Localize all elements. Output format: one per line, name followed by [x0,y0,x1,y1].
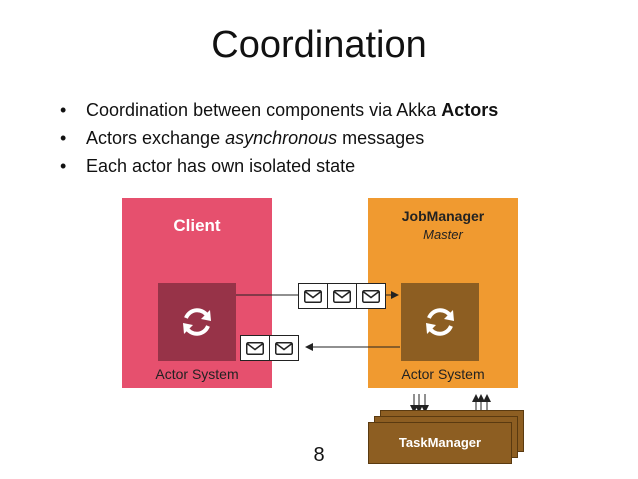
jobmanager-title: JobManager [401,208,485,224]
envelope-icon [362,289,380,303]
bullet-item: Actors exchange asynchronous messages [58,124,498,152]
taskmanager-box: TaskManager [368,422,512,464]
bullet-item: Coordination between components via Akka… [58,96,498,124]
client-box: Client Actor System [122,198,272,388]
slide-title: Coordination [211,24,427,66]
jobmanager-actor-system-label: Actor System [401,366,485,382]
envelope-icon [275,341,293,355]
envelope-icon [333,289,351,303]
jobmanager-subtitle: Master [423,227,463,242]
message [298,283,328,309]
refresh-icon [426,308,454,336]
message [269,335,299,361]
taskmanager-label: TaskManager [398,435,482,450]
message [356,283,386,309]
refresh-icon [183,308,211,336]
client-title: Client [173,216,221,235]
envelope-icon [246,341,264,355]
jobmanager-actor [401,283,479,361]
client-actor-system-label: Actor System [155,366,239,382]
messages-to-jobmanager [298,283,386,309]
bullet-list: Coordination between components via Akka… [58,96,498,180]
envelope-icon [304,289,322,303]
page-number: 8 [313,444,325,466]
message [327,283,357,309]
message [240,335,270,361]
client-actor [158,283,236,361]
messages-to-client [240,335,299,361]
bullet-item: Each actor has own isolated state [58,152,498,180]
